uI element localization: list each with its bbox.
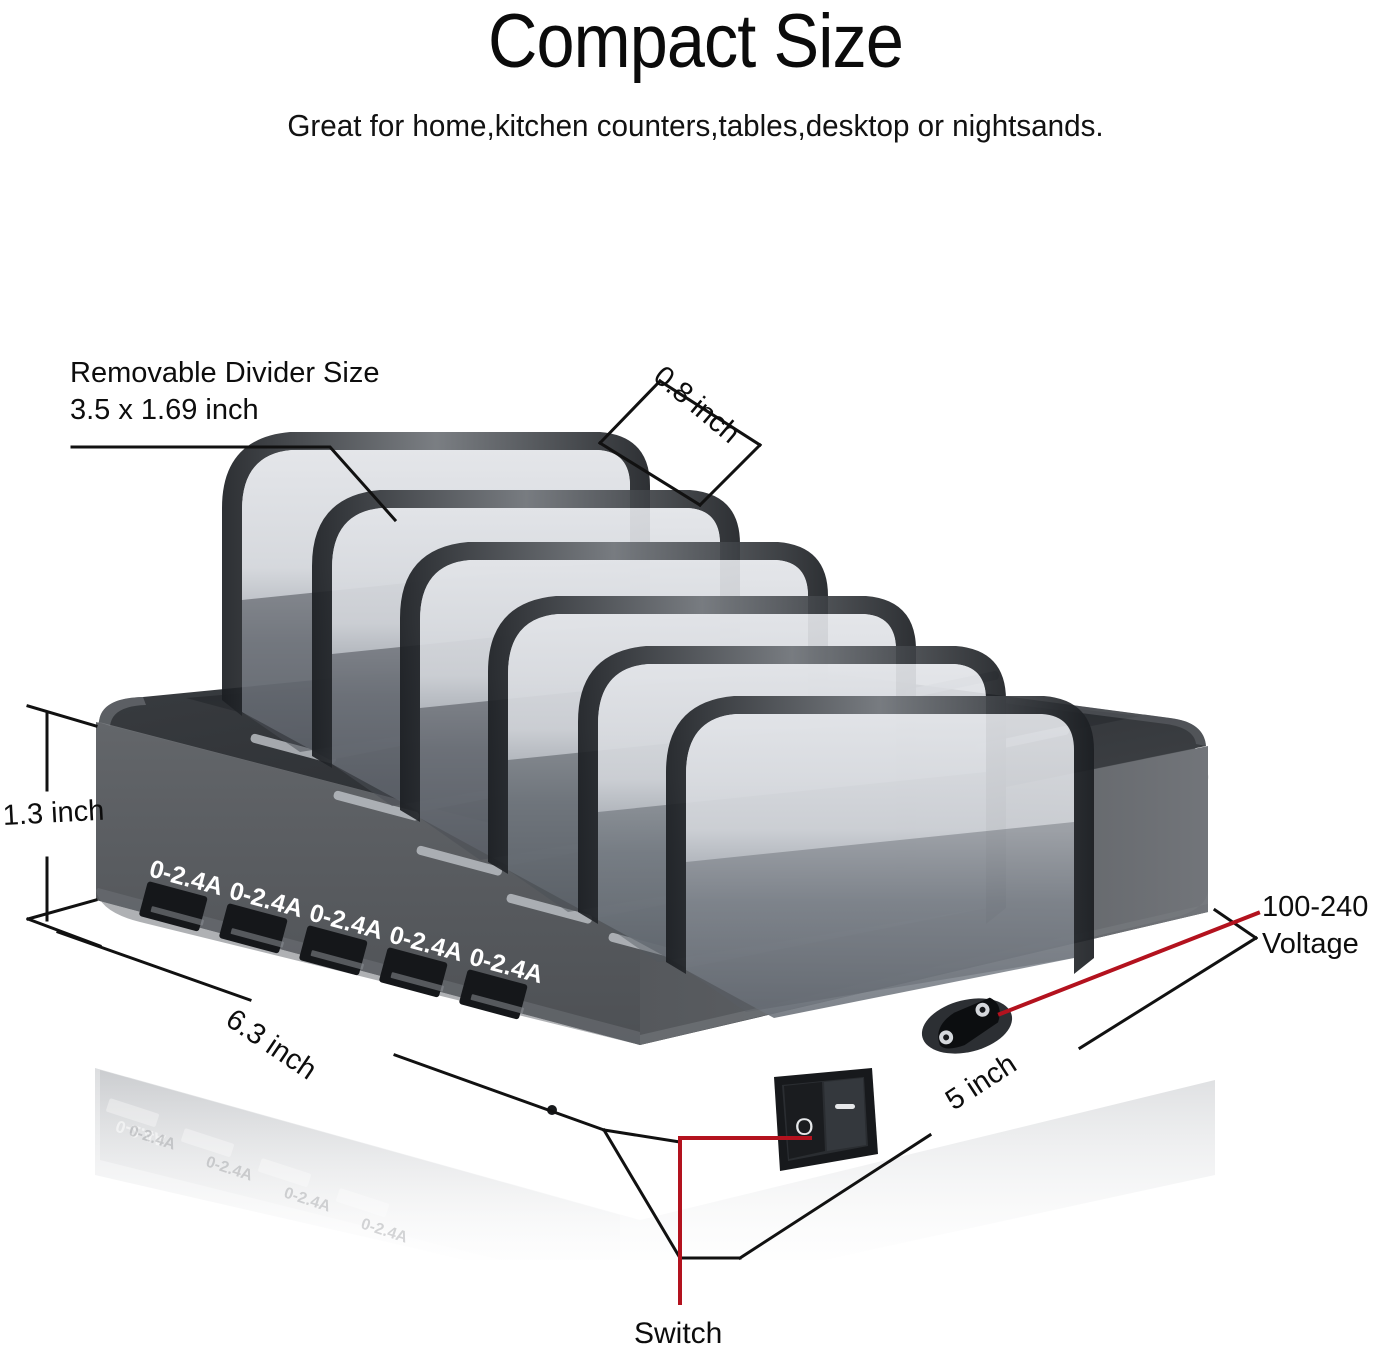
switch-off-marking: O bbox=[795, 1114, 814, 1141]
dim-63-line-lower bbox=[393, 1053, 606, 1132]
page-subtitle: Great for home,kitchen counters,tables,d… bbox=[287, 108, 1104, 143]
annotation-voltage: 100-240 Voltage bbox=[1262, 891, 1369, 961]
power-switch: O bbox=[774, 1068, 878, 1171]
dim-63-line-upper bbox=[56, 930, 252, 1002]
usb-port bbox=[139, 881, 208, 932]
leader-voltage bbox=[997, 910, 1261, 1017]
annotation-divider-size: Removable Divider Size 3.5 x 1.69 inch bbox=[70, 357, 380, 427]
dim-63-base bbox=[602, 1128, 682, 1144]
callout-lines bbox=[678, 910, 1261, 1305]
dim-08-ext-right bbox=[697, 442, 763, 508]
dim-corner-drop bbox=[601, 1127, 683, 1261]
usb-port bbox=[459, 969, 528, 1020]
dimension-lines bbox=[26, 378, 1259, 1261]
page-title: Compact Size bbox=[488, 0, 904, 84]
floor-reflection: 0-2.4A 0-2.4A 0-2.4A 0-2.4A 0-2.4A bbox=[95, 1068, 1215, 1260]
divider-panel bbox=[666, 696, 1094, 1018]
usb-port bbox=[299, 925, 368, 976]
dim-5in-line-lower bbox=[737, 1132, 933, 1261]
annotation-switch: Switch bbox=[634, 1317, 723, 1350]
dim-13-ext-bottom bbox=[26, 898, 98, 921]
dim-5in-ext bbox=[1212, 907, 1259, 941]
usb-port bbox=[219, 903, 288, 954]
dim-13-ext-top bbox=[26, 704, 98, 728]
dimension-label-height: 1.3 inch bbox=[2, 794, 106, 832]
dim-5in-line-upper bbox=[1077, 935, 1259, 1051]
usb-port-group bbox=[139, 881, 528, 1020]
leader-divider-size bbox=[70, 445, 398, 523]
dim-08-ext-left bbox=[597, 378, 663, 446]
dim-08-line bbox=[657, 378, 763, 448]
switch-on-marking bbox=[835, 1104, 855, 1109]
dim-08-base bbox=[597, 440, 703, 508]
ac-power-inlet bbox=[921, 997, 1013, 1054]
usb-port bbox=[379, 947, 448, 998]
